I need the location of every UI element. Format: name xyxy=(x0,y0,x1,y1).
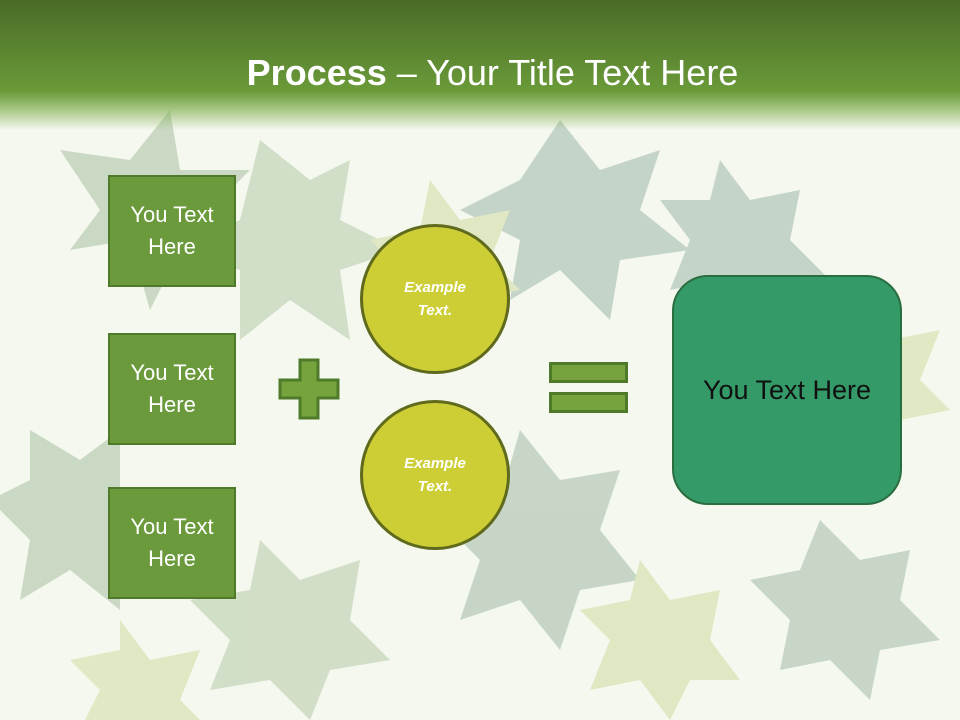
circle-line1: Example xyxy=(404,279,466,296)
left-box-line2: Here xyxy=(148,234,196,259)
left-box-line1: You Text xyxy=(130,202,214,227)
title-rest: – Your Title Text Here xyxy=(386,52,739,93)
result-box[interactable]: You Text Here xyxy=(672,275,902,505)
equals-bar-top xyxy=(549,362,628,383)
left-box-line2: Here xyxy=(148,392,196,417)
title-bold: Process xyxy=(246,52,387,93)
plus-icon xyxy=(278,358,340,420)
circle-line1: Example xyxy=(404,455,466,472)
result-text: You Text Here xyxy=(702,374,872,405)
circle-line2: Text. xyxy=(417,302,453,319)
left-box-line1: You Text xyxy=(130,514,214,539)
left-box-line2: Here xyxy=(148,546,196,571)
equals-bar-bottom xyxy=(549,392,628,413)
title-bar xyxy=(0,0,960,130)
left-box-line1: You Text xyxy=(130,360,214,385)
slide-title: Process – Your Title Text Here xyxy=(0,52,960,94)
circle-line2: Text. xyxy=(417,478,453,495)
